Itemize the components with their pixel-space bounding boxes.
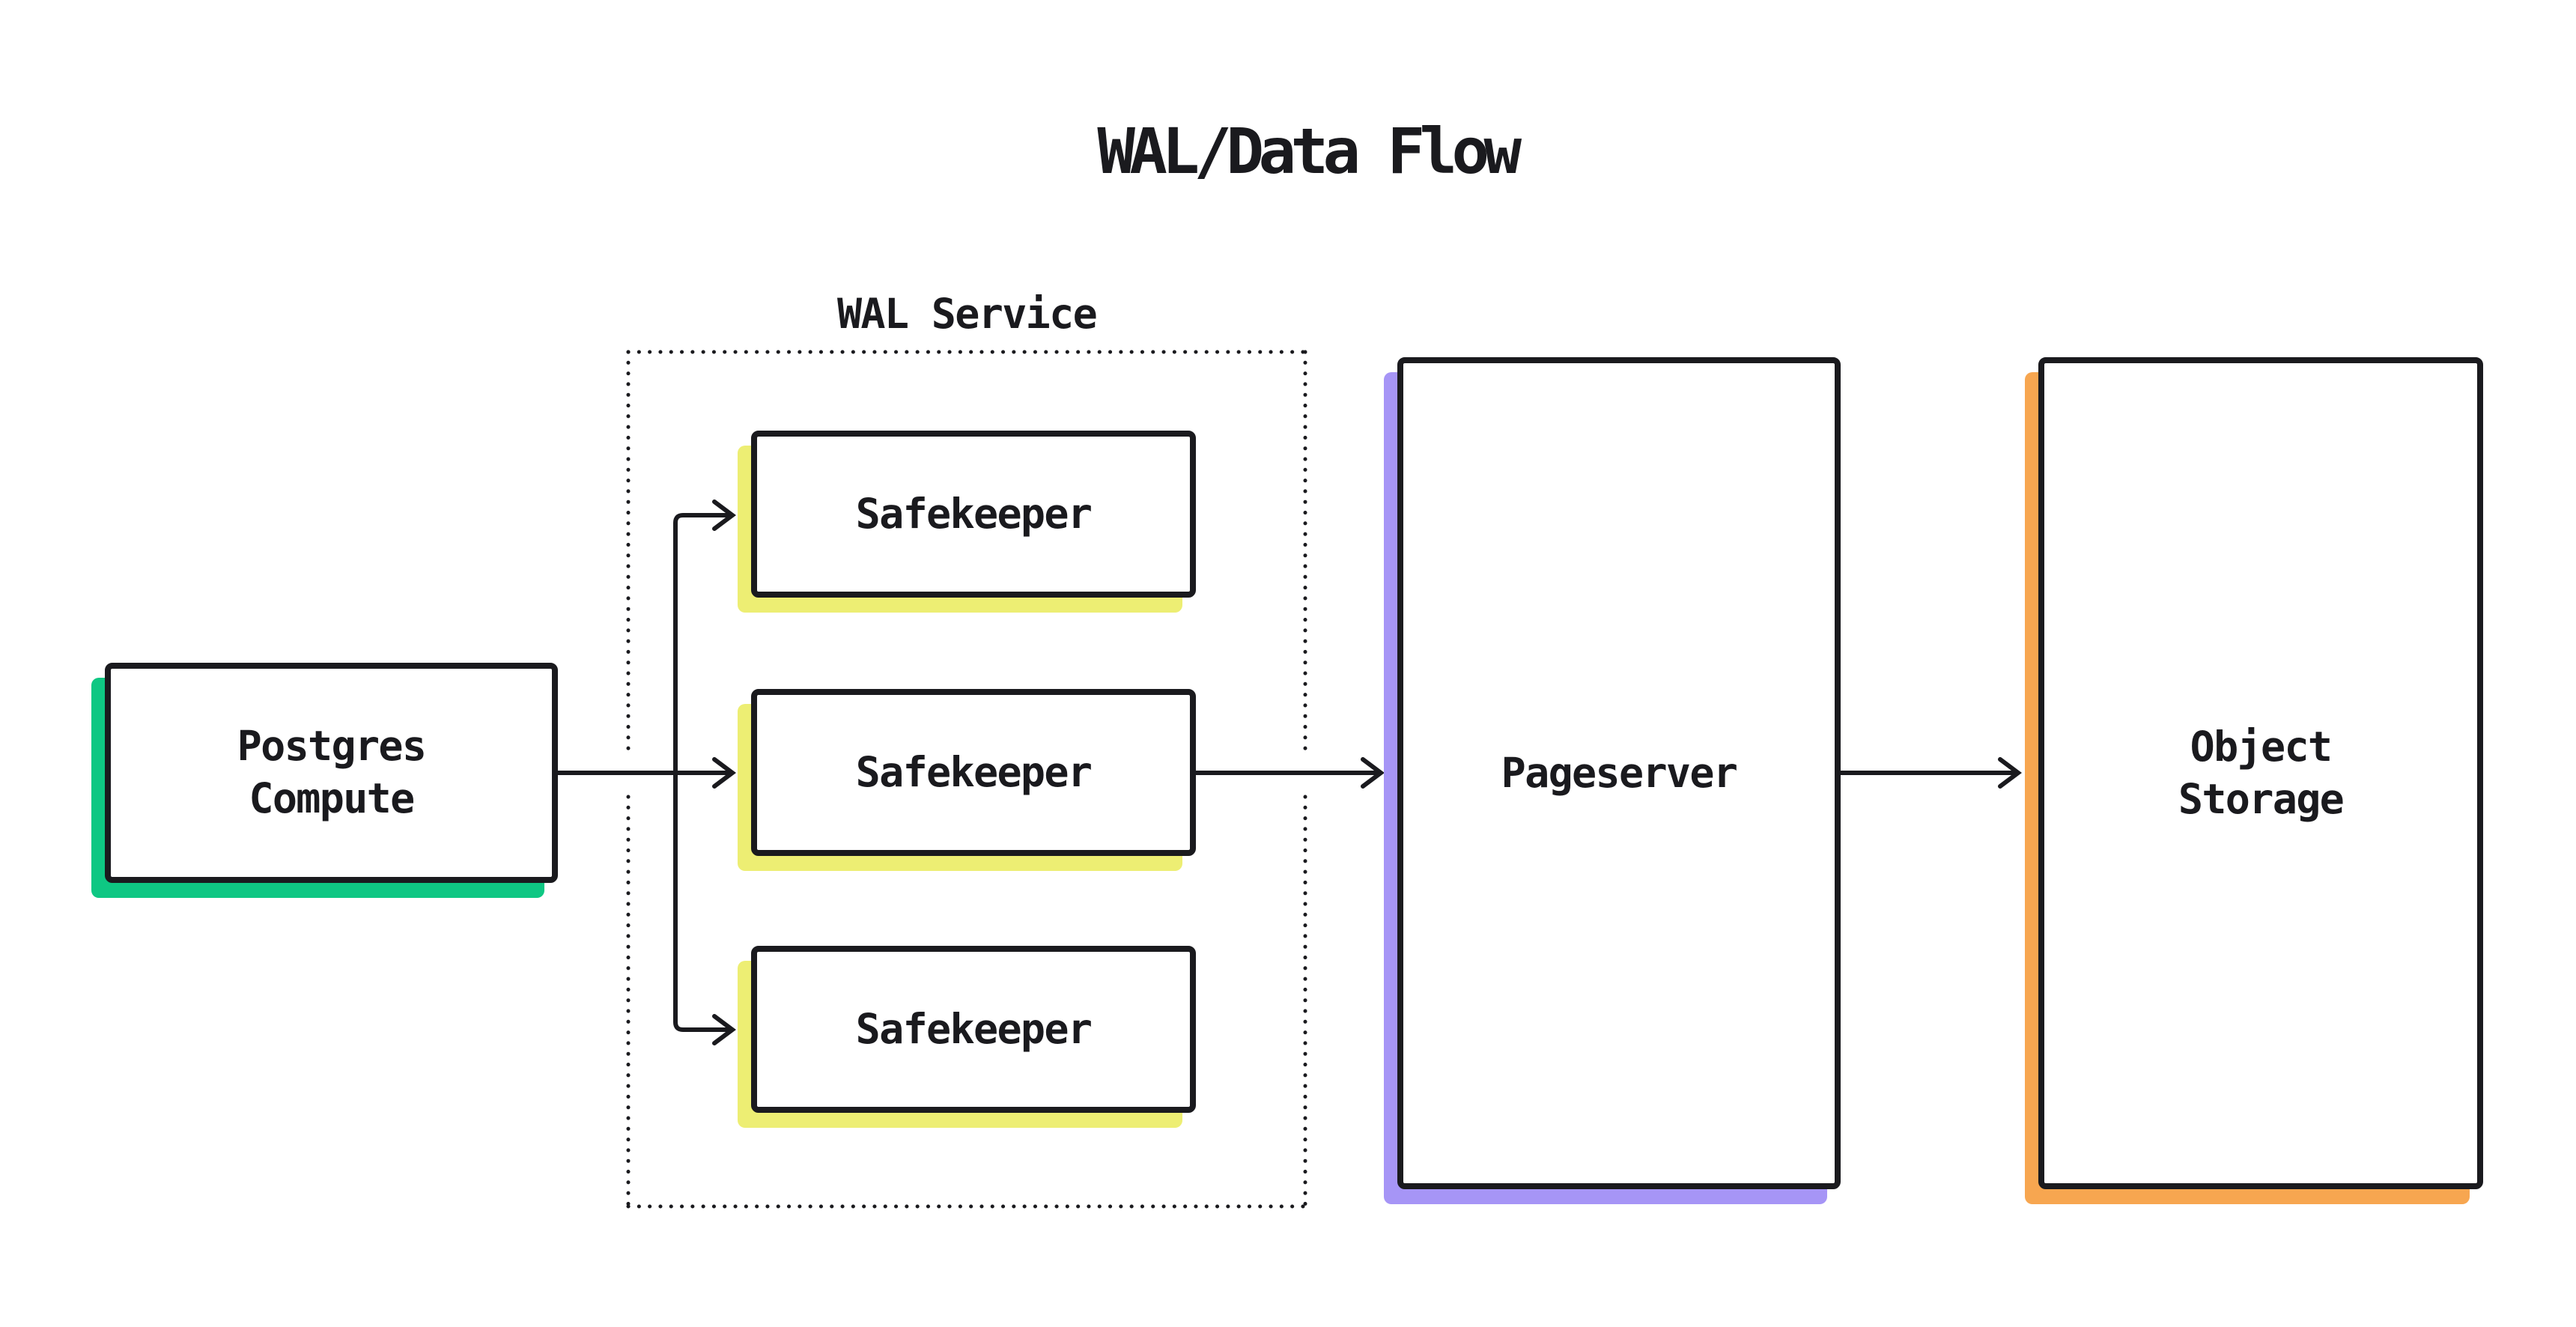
safekeeper-node-1: Safekeeper [751, 431, 1196, 598]
arrowhead [1361, 757, 1385, 789]
object-storage-node: Object Storage [2038, 357, 2483, 1189]
arrowhead-bottom [712, 1014, 736, 1045]
safekeeper-label: Safekeeper [855, 1004, 1093, 1053]
safekeeper-label: Safekeeper [855, 747, 1093, 796]
label-line-2: Storage [2178, 774, 2345, 823]
postgres-compute-node: Postgres Compute [105, 663, 558, 883]
diagram-title: WAL/Data Flow [1097, 115, 1522, 188]
safekeeper-node-2: Safekeeper [751, 689, 1196, 856]
pageserver-node: Pageserver [1397, 357, 1841, 1189]
arrowhead-top [712, 499, 736, 531]
wal-service-label: WAL Service [836, 290, 1098, 338]
arrow-compute-to-safekeepers [556, 499, 736, 1045]
label-line-2: Compute [249, 774, 415, 822]
label-line-1: Postgres [237, 722, 427, 771]
object-storage-label: Object Storage [2178, 721, 2345, 826]
arrow-shaft-top [673, 513, 730, 775]
pageserver-label: Pageserver [1501, 748, 1738, 797]
wal-service-dotted-border [626, 350, 1307, 1209]
arrowhead-middle [712, 757, 736, 789]
label-line-1: Object [2190, 722, 2333, 771]
safekeeper-node-3: Safekeeper [751, 946, 1196, 1113]
safekeeper-label: Safekeeper [855, 489, 1093, 538]
arrowhead [1998, 757, 2022, 789]
postgres-compute-label: Postgres Compute [237, 720, 427, 825]
arrow-safekeeper-to-pageserver [1194, 757, 1385, 789]
arrow-shaft-bottom [673, 771, 730, 1032]
arrow-pageserver-to-object-storage [1838, 757, 2022, 789]
